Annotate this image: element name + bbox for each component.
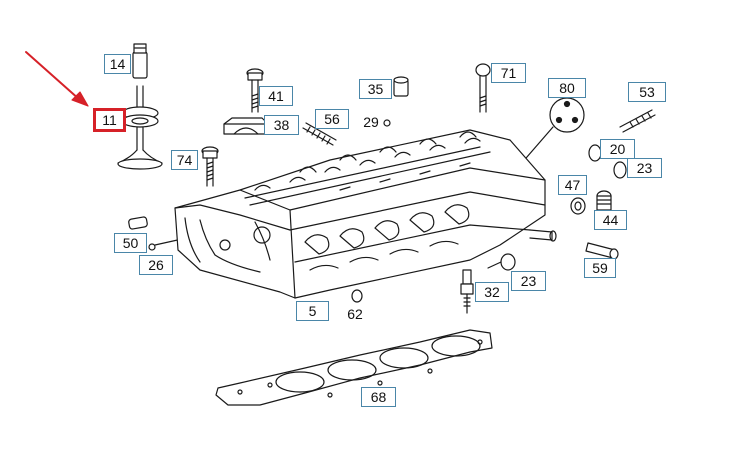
part-label-32[interactable]: 32 bbox=[475, 282, 509, 302]
seal-ring-drawing bbox=[570, 197, 586, 215]
part-label-14[interactable]: 14 bbox=[104, 54, 131, 74]
part-label-20[interactable]: 20 bbox=[600, 139, 635, 159]
bolt-drawing bbox=[201, 146, 219, 187]
spark-plug-drawing bbox=[460, 269, 474, 314]
long-bolt-drawing bbox=[475, 63, 491, 113]
part-label-74[interactable]: 74 bbox=[171, 150, 198, 170]
part-label-59[interactable]: 59 bbox=[584, 258, 616, 278]
bearing-cap-drawing bbox=[223, 117, 269, 135]
stud-53-drawing bbox=[619, 109, 656, 133]
part-label-35[interactable]: 35 bbox=[359, 79, 392, 99]
sleeve-drawing bbox=[393, 76, 409, 97]
part-label-80[interactable]: 80 bbox=[548, 78, 586, 98]
leader-line bbox=[487, 261, 502, 269]
plug-23-lower-drawing bbox=[500, 253, 516, 271]
part-label-23-lower[interactable]: 23 bbox=[511, 271, 546, 291]
part-label-53[interactable]: 53 bbox=[628, 82, 666, 102]
head-gasket-drawing bbox=[215, 329, 493, 406]
part-label-29[interactable]: 29 bbox=[363, 114, 379, 130]
part-label-5[interactable]: 5 bbox=[296, 301, 329, 321]
valve-drawing bbox=[117, 85, 163, 170]
part-label-68[interactable]: 68 bbox=[361, 387, 396, 407]
ring-29-drawing bbox=[383, 119, 391, 127]
tappet-drawing bbox=[585, 242, 619, 260]
part-label-38[interactable]: 38 bbox=[264, 115, 299, 135]
cap-bolt-drawing bbox=[246, 68, 264, 113]
plug-drawings bbox=[588, 144, 627, 179]
part-label-23-upper[interactable]: 23 bbox=[627, 158, 662, 178]
part-label-56[interactable]: 56 bbox=[315, 109, 349, 129]
part-label-41[interactable]: 41 bbox=[259, 86, 293, 106]
triangular-plate-drawing bbox=[519, 97, 585, 166]
part-label-71[interactable]: 71 bbox=[491, 63, 526, 83]
pointer-arrow bbox=[25, 51, 89, 107]
part-label-11[interactable]: 11 bbox=[93, 108, 126, 132]
plug-screw-drawing bbox=[596, 190, 612, 211]
part-label-47[interactable]: 47 bbox=[558, 175, 587, 195]
part-label-62[interactable]: 62 bbox=[347, 306, 363, 322]
part-label-50[interactable]: 50 bbox=[114, 233, 147, 253]
valve-guide-drawing bbox=[132, 43, 148, 79]
part-label-44[interactable]: 44 bbox=[594, 210, 627, 230]
dowel-drawing bbox=[351, 289, 363, 303]
cylinder-head-body bbox=[174, 129, 557, 299]
stud-drawing bbox=[302, 122, 337, 146]
part-label-26[interactable]: 26 bbox=[139, 255, 173, 275]
